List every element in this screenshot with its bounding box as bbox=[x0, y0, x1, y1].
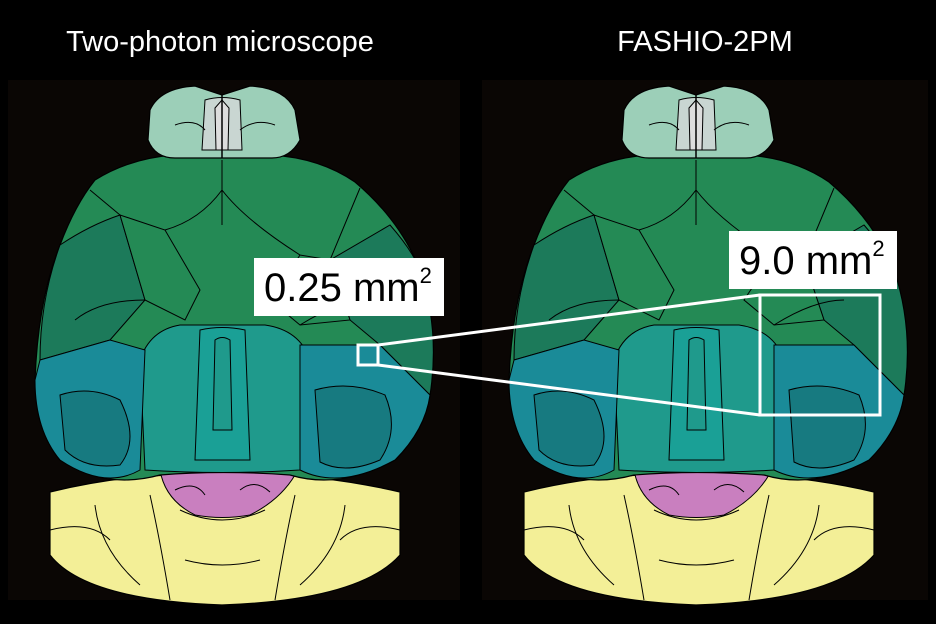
left-panel-title: Two-photon microscope bbox=[66, 26, 374, 58]
right-fov-area-value: 9.0 mm bbox=[739, 239, 873, 283]
connector-line-top bbox=[377, 293, 761, 347]
large-fov-box bbox=[758, 293, 882, 417]
left-fov-area-label: 0.25 mm2 bbox=[254, 258, 444, 316]
right-panel-title: FASHIO-2PM bbox=[617, 26, 793, 58]
left-fov-area-exponent: 2 bbox=[419, 262, 432, 288]
right-fov-area-label: 9.0 mm2 bbox=[729, 231, 897, 289]
small-fov-box bbox=[356, 343, 380, 367]
left-fov-area-value: 0.25 mm bbox=[264, 266, 420, 310]
connector-line-bottom bbox=[377, 363, 761, 417]
right-fov-area-exponent: 2 bbox=[872, 235, 885, 261]
